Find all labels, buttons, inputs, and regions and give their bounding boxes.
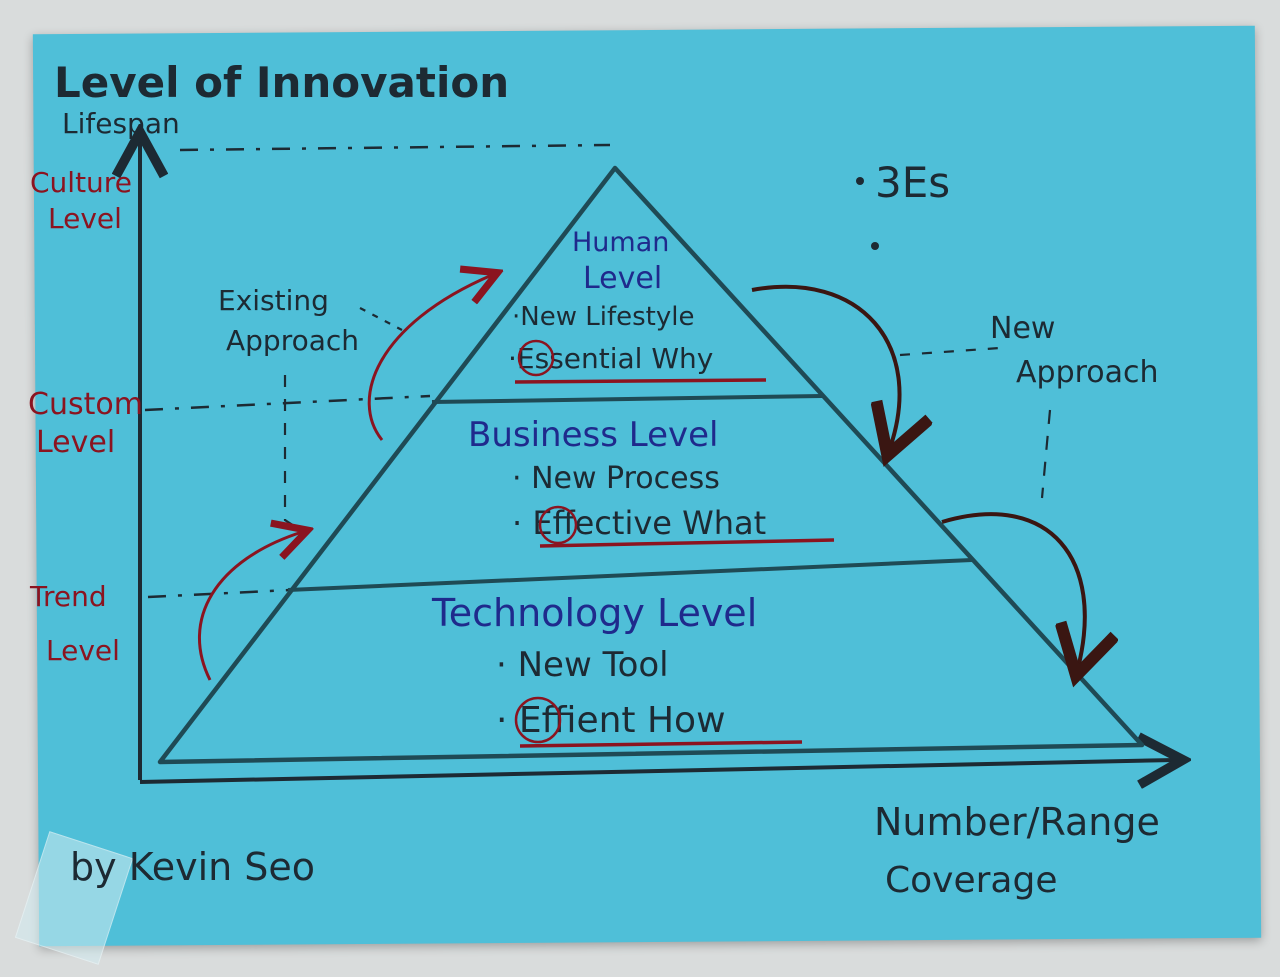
technology-level-point2: · Effient How bbox=[496, 700, 726, 741]
human-level-point2: ·Essential Why bbox=[508, 342, 713, 375]
business-level-point1: · New Process bbox=[512, 461, 720, 496]
new-approach-line2: Approach bbox=[1016, 355, 1159, 390]
custom-level-line2: Level bbox=[36, 425, 115, 460]
technology-level-point1: · New Tool bbox=[496, 645, 669, 685]
human-underline bbox=[514, 378, 767, 384]
three-es-bullet bbox=[856, 177, 864, 185]
three-es-empty-bullet bbox=[871, 242, 879, 250]
existing-approach-line2: Approach bbox=[226, 324, 359, 357]
custom-level-line1: Custom bbox=[28, 387, 143, 422]
pyramid-divider-top bbox=[431, 394, 823, 404]
y-axis-title: Level of Innovation bbox=[54, 58, 509, 107]
human-e-circle bbox=[517, 339, 555, 377]
new-approach-line1: New bbox=[990, 311, 1055, 346]
existing-approach-dots bbox=[359, 307, 403, 331]
culture-level-line1: Culture bbox=[30, 166, 132, 199]
human-level-title-line2: Level bbox=[583, 261, 662, 296]
existing-approach-arrow-lower bbox=[197, 532, 302, 681]
y-axis-subtitle: Lifespan bbox=[62, 107, 180, 140]
technology-level-title: Technology Level bbox=[431, 591, 757, 635]
culture-guide-line bbox=[179, 143, 611, 152]
trend-guide-line bbox=[147, 588, 291, 599]
x-axis bbox=[139, 760, 1175, 782]
technology-underline bbox=[519, 740, 803, 748]
x-axis-title: Number/Range bbox=[874, 800, 1160, 844]
pyramid-divider-bottom bbox=[287, 558, 973, 592]
business-underline bbox=[539, 538, 835, 548]
new-approach-arrow-lower bbox=[941, 512, 1085, 668]
culture-level-line2: Level bbox=[48, 202, 122, 235]
technology-e-circle bbox=[514, 696, 562, 744]
business-level-title: Business Level bbox=[468, 415, 718, 455]
trend-level-line2: Level bbox=[46, 634, 120, 667]
human-level-point1: ·New Lifestyle bbox=[512, 302, 694, 332]
author-credit: by Kevin Seo bbox=[70, 845, 315, 889]
new-approach-connector bbox=[899, 346, 1001, 357]
new-approach-drop bbox=[1040, 409, 1052, 499]
trend-level-line1: Trend bbox=[29, 580, 107, 613]
business-level-point2: · Effective What bbox=[512, 504, 766, 542]
existing-approach-connector bbox=[283, 375, 301, 531]
human-level-title-line1: Human bbox=[572, 227, 669, 258]
existing-approach-arrow-upper bbox=[367, 275, 492, 441]
new-approach-arrow-upper bbox=[751, 284, 900, 448]
x-axis-subtitle: Coverage bbox=[885, 860, 1057, 901]
business-e-circle bbox=[538, 505, 578, 545]
three-es-label: 3Es bbox=[875, 158, 950, 207]
custom-guide-line bbox=[144, 394, 431, 412]
existing-approach-line1: Existing bbox=[218, 284, 329, 317]
